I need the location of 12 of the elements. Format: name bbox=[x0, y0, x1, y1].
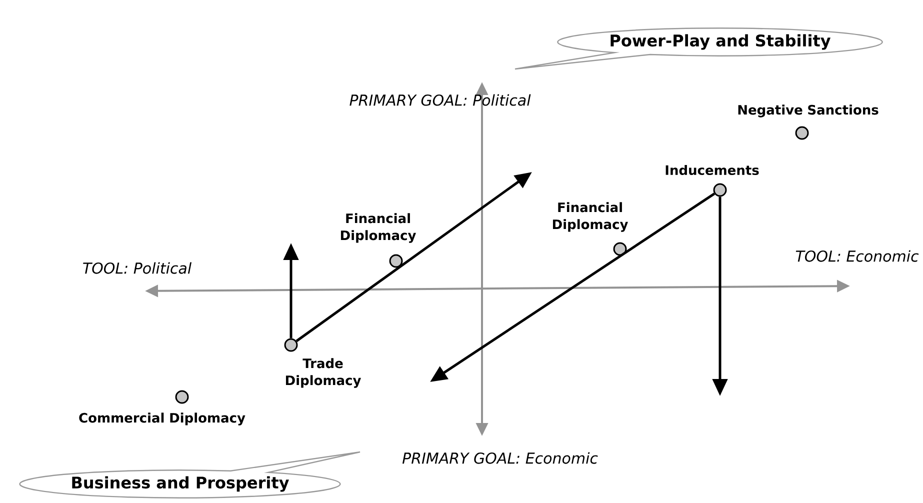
point-label: Inducements bbox=[666, 164, 759, 176]
point-label: Financial Diplomacy bbox=[340, 213, 416, 243]
speech-bubble: Power-Play and Stability bbox=[514, 28, 883, 70]
axis-label: PRIMARY GOAL: Economic bbox=[402, 452, 598, 464]
point-label: Financial Diplomacy bbox=[552, 202, 628, 232]
axis-label: TOOL: Economic bbox=[796, 250, 919, 262]
point-label: Commercial Diplomacy bbox=[79, 412, 246, 426]
axis-label: PRIMARY GOAL: Political bbox=[350, 94, 531, 106]
point-label: Negative Sanctions bbox=[738, 104, 878, 118]
axis-label: TOOL: Political bbox=[83, 262, 192, 274]
speech-bubble: Business and Prosperity bbox=[19, 451, 361, 498]
point-label: Trade Diplomacy bbox=[286, 358, 361, 388]
